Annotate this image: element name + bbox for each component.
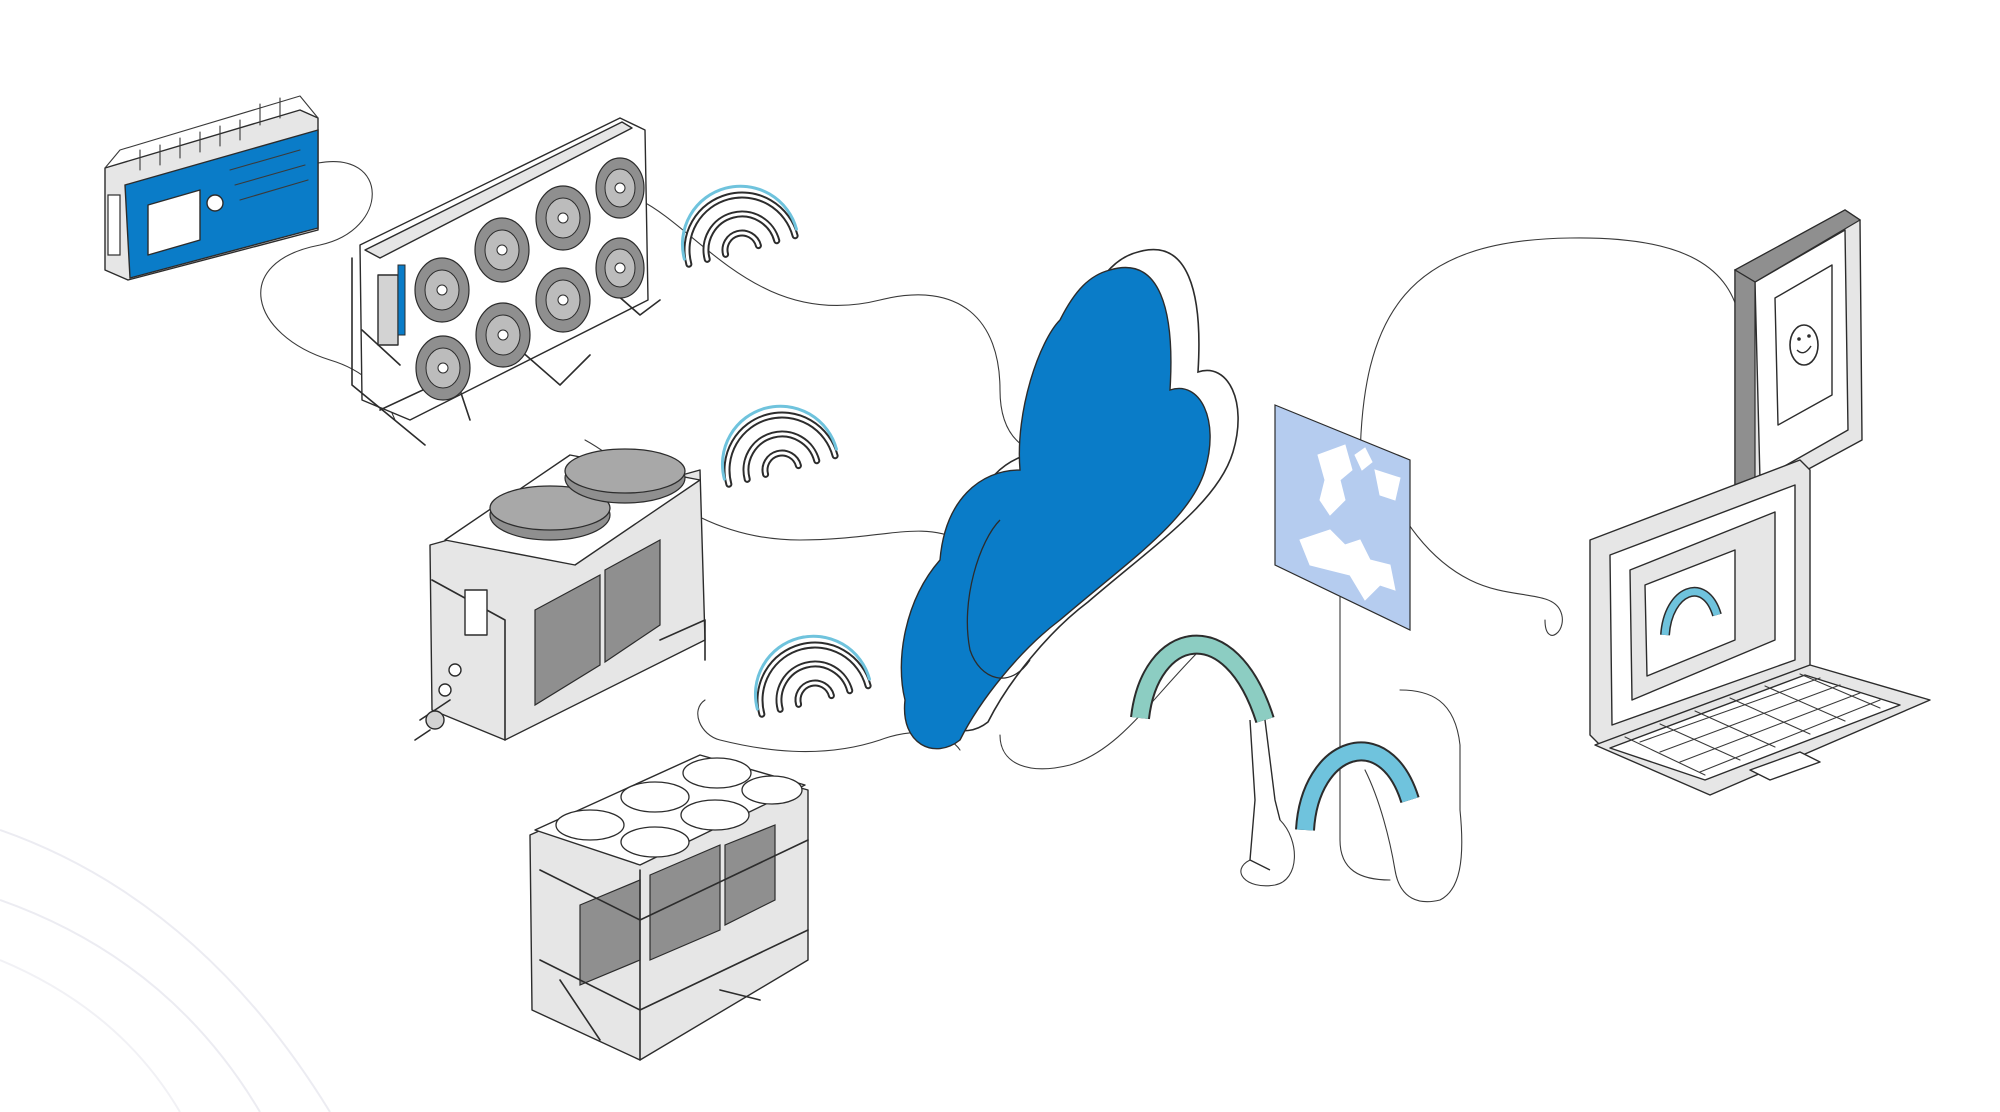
- gauge-icon: [1295, 741, 1420, 831]
- condenser-unit-eight-fans: [351, 117, 661, 446]
- decorative-arcs: [0, 829, 331, 1112]
- controller-module: [104, 95, 319, 281]
- dry-cooler-two-fans: [414, 448, 706, 741]
- wireless-signal-icon: [681, 184, 872, 718]
- keyboard-icon: [1624, 673, 1881, 776]
- fan-array-icon: [414, 157, 645, 401]
- cloud-icon: [900, 248, 1239, 750]
- smartphone: [1733, 209, 1863, 499]
- chiller-six-fans: [529, 754, 809, 1061]
- gauge-arcs: [1130, 634, 1420, 871]
- world-map-panel: [1274, 404, 1411, 631]
- map-icon: [1299, 444, 1401, 601]
- gauge-icon: [1130, 634, 1281, 871]
- smiley-icon: [1789, 324, 1819, 366]
- laptop: [1589, 459, 1931, 796]
- gauge-icon: [1660, 586, 1722, 636]
